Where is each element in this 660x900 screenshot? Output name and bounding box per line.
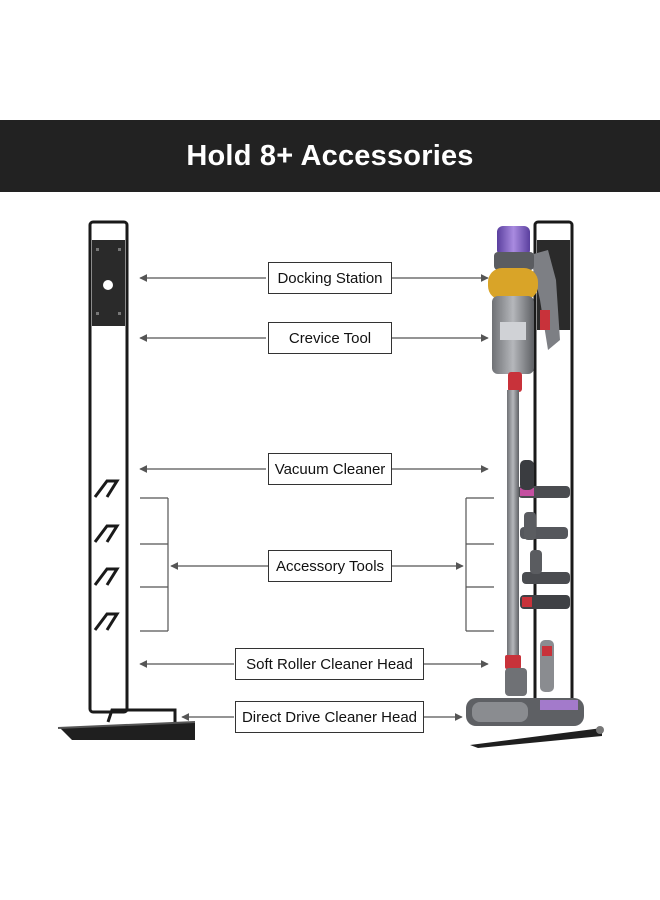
empty-stand bbox=[57, 220, 196, 740]
label-accessory-tools: Accessory Tools bbox=[268, 550, 392, 582]
banner-title: Hold 8+ Accessories bbox=[186, 139, 474, 172]
loaded-stand bbox=[466, 220, 604, 748]
label-docking-station: Docking Station bbox=[268, 262, 392, 294]
label-crevice-tool: Crevice Tool bbox=[268, 322, 392, 354]
label-soft-roller-cleaner-head: Soft Roller Cleaner Head bbox=[235, 648, 424, 680]
bracket-right bbox=[465, 497, 494, 632]
title-banner: Hold 8+ Accessories bbox=[0, 120, 660, 192]
bracket-left bbox=[140, 497, 169, 632]
label-vacuum-cleaner: Vacuum Cleaner bbox=[268, 453, 392, 485]
label-direct-drive-cleaner-head: Direct Drive Cleaner Head bbox=[235, 701, 424, 733]
